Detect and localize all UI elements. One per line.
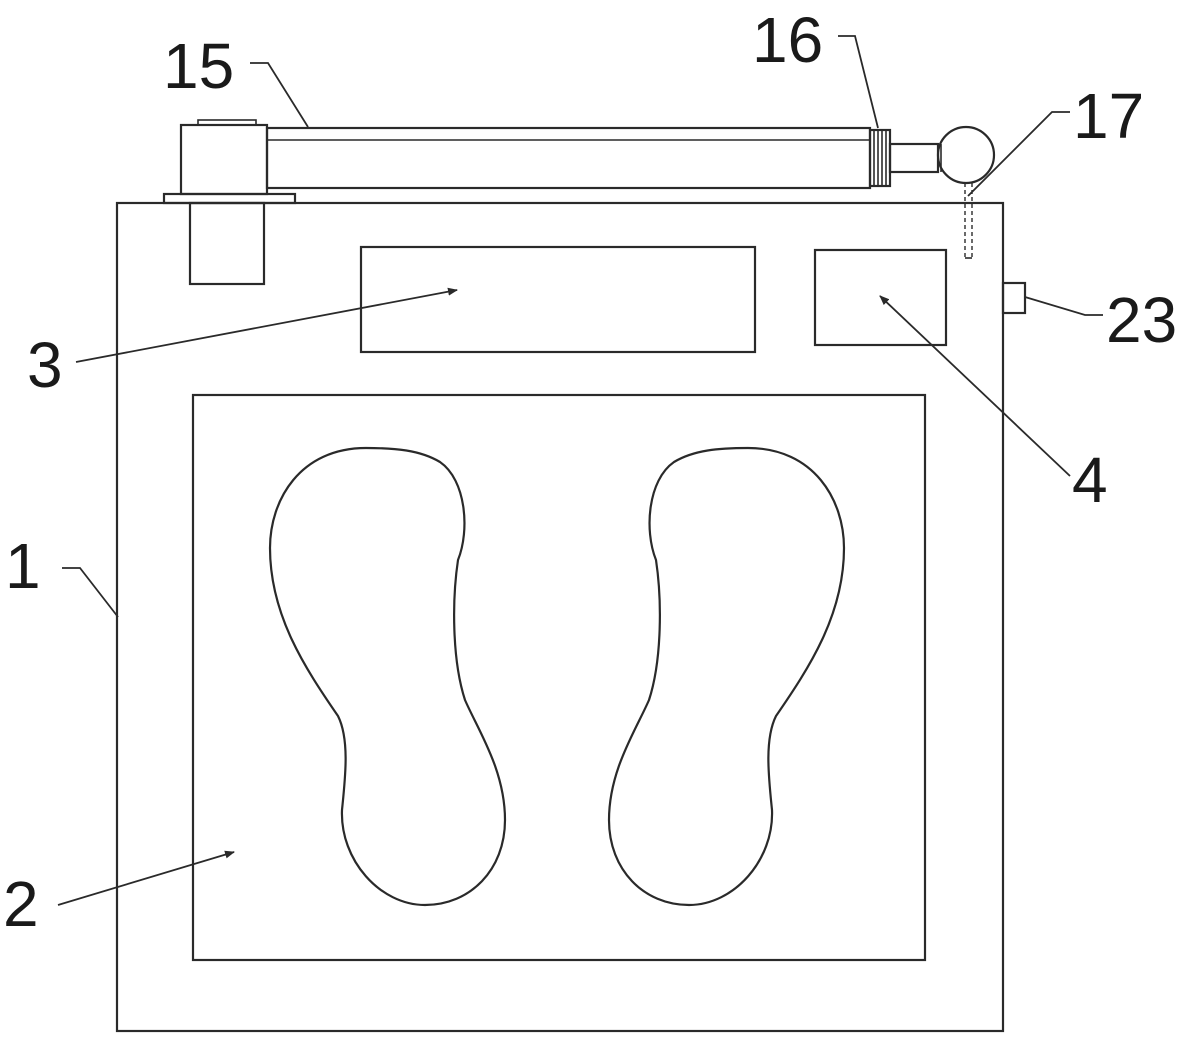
leader-16 — [838, 35, 879, 129]
mount-flange — [162, 192, 297, 205]
label-side-port: 23 — [1106, 284, 1177, 356]
label-arm-joint: 16 — [752, 4, 823, 76]
mount-head — [179, 123, 269, 196]
left-footprint — [268, 446, 507, 907]
display-panel — [359, 245, 757, 354]
telescopic-arm — [265, 126, 872, 190]
label-foot-platform: 2 — [3, 868, 39, 940]
probe-ball — [936, 125, 996, 185]
label-display-panel: 3 — [27, 329, 63, 401]
leader-4 — [879, 295, 1071, 477]
mount-cap — [197, 119, 257, 126]
label-control-panel: 4 — [1072, 444, 1108, 516]
leader-2 — [57, 850, 235, 906]
connector-sleeve — [888, 142, 940, 174]
leader-17 — [967, 111, 1070, 197]
mount-post — [188, 201, 266, 286]
right-footprint — [607, 446, 846, 907]
foot-platform — [191, 393, 927, 962]
arm-joint — [868, 128, 892, 188]
leader-3 — [75, 287, 458, 363]
housing-body — [115, 201, 1005, 1033]
leader-15 — [250, 62, 309, 128]
leader-23 — [1024, 296, 1103, 316]
side-port — [1001, 281, 1027, 315]
label-probe-head: 17 — [1073, 80, 1144, 152]
label-telescopic-arm: 15 — [163, 30, 234, 102]
leader-1 — [62, 567, 119, 618]
label-housing: 1 — [5, 530, 41, 602]
control-panel — [813, 248, 948, 347]
